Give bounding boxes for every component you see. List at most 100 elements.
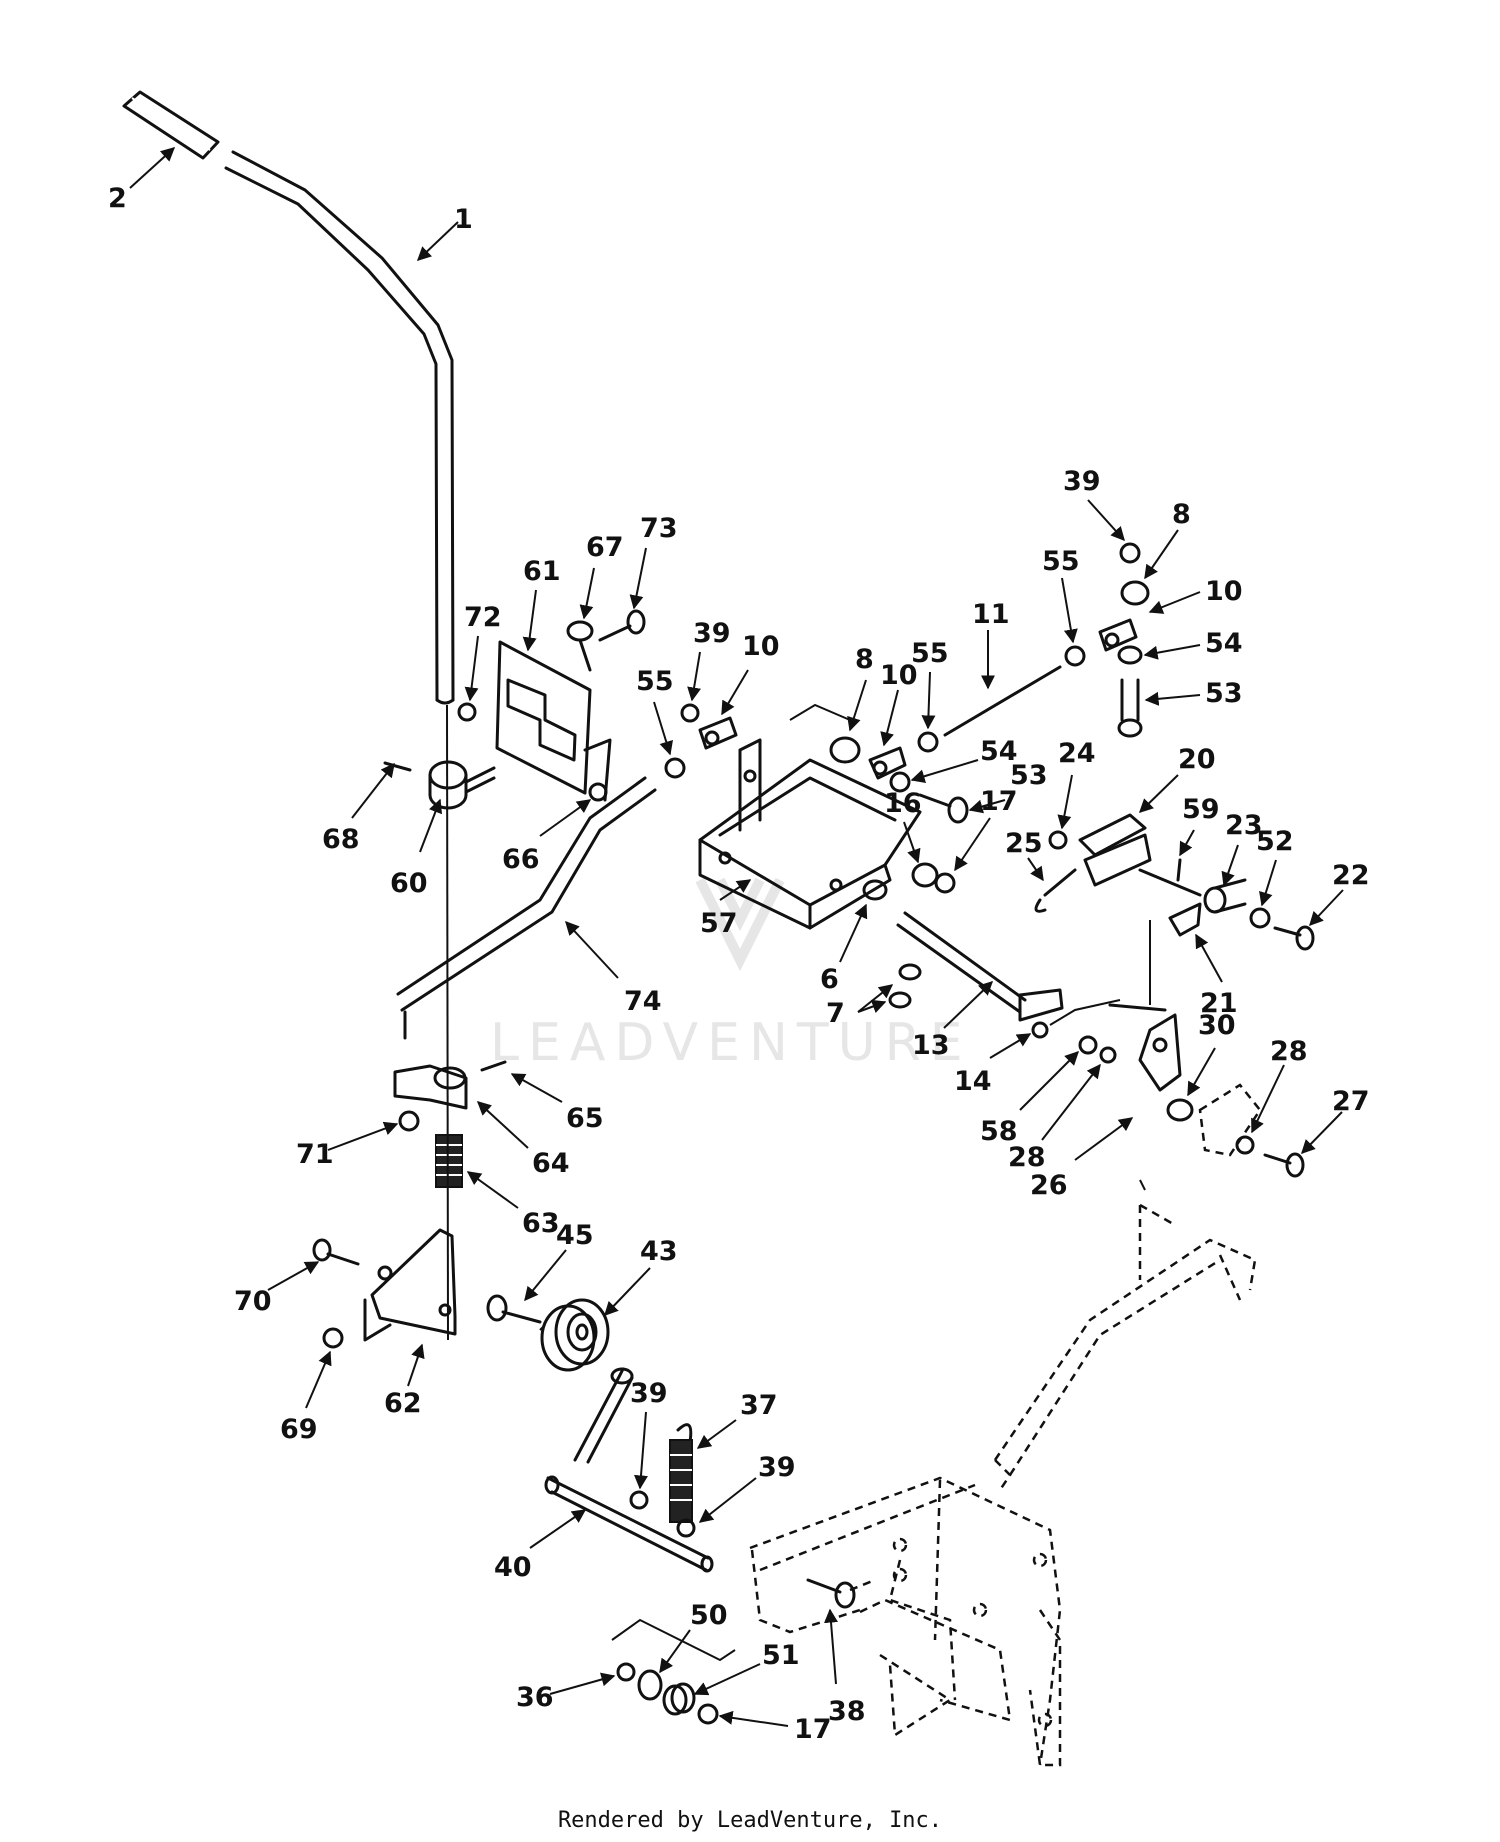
callout-45: 45 <box>524 1220 594 1302</box>
part-pulley <box>540 1298 610 1372</box>
part-pin-59 <box>1176 858 1182 882</box>
callout-28-right: 28 <box>1251 1036 1308 1134</box>
part-washer-7a <box>898 963 922 981</box>
callout-54-mid: 54 <box>910 736 1018 784</box>
callout-23: 23 <box>1221 810 1263 887</box>
svg-text:43: 43 <box>640 1236 678 1267</box>
part-spring-25 <box>1034 868 1077 913</box>
part-washer-50 <box>637 1669 663 1701</box>
callout-2: 2 <box>108 147 176 214</box>
part-bolt-67 <box>566 620 594 672</box>
svg-text:8: 8 <box>855 644 874 675</box>
callout-74: 74 <box>565 920 662 1017</box>
svg-text:11: 11 <box>972 599 1010 630</box>
callout-58: 58 <box>980 1051 1079 1147</box>
svg-text:45: 45 <box>556 1220 594 1251</box>
svg-text:10: 10 <box>742 631 780 662</box>
part-washer-28 <box>1099 1046 1117 1064</box>
callout-61: 61 <box>522 556 561 652</box>
part-spacer-30 <box>1166 1098 1194 1122</box>
part-nut-55-left <box>664 757 686 779</box>
svg-text:69: 69 <box>280 1414 318 1445</box>
callout-60: 60 <box>390 798 443 899</box>
part-nut-6 <box>862 879 888 901</box>
part-bolt-70 <box>312 1238 360 1266</box>
callout-39-right: 39 <box>698 1452 796 1523</box>
part-clevis-10-left <box>698 716 738 750</box>
part-bolt-53-right <box>1117 678 1143 738</box>
svg-text:2: 2 <box>108 183 127 214</box>
svg-text:59: 59 <box>1182 794 1220 825</box>
part-bushing-8-right <box>1120 580 1150 606</box>
callout-65: 65 <box>510 1073 604 1134</box>
part-bolt-73 <box>598 609 646 642</box>
callout-20: 20 <box>1138 744 1216 813</box>
callout-67: 67 <box>579 532 624 620</box>
part-nut-55-mid <box>917 731 939 753</box>
svg-text:70: 70 <box>234 1286 272 1317</box>
callout-55-left: 55 <box>636 666 674 756</box>
svg-text:6: 6 <box>820 964 839 995</box>
callout-16: 16 <box>884 788 922 864</box>
svg-text:53: 53 <box>1205 678 1243 709</box>
svg-text:66: 66 <box>502 844 540 875</box>
svg-text:74: 74 <box>624 986 662 1017</box>
part-washer-17 <box>934 872 956 894</box>
svg-text:67: 67 <box>586 532 624 563</box>
part-rod <box>396 776 657 1040</box>
callout-10-mid: 10 <box>880 660 918 747</box>
svg-text:37: 37 <box>740 1390 778 1421</box>
svg-text:39: 39 <box>630 1378 668 1409</box>
callout-52: 52 <box>1256 826 1294 907</box>
callout-59: 59 <box>1179 794 1220 857</box>
svg-text:65: 65 <box>566 1103 604 1134</box>
svg-text:58: 58 <box>980 1116 1018 1147</box>
part-rod-11 <box>943 665 1062 737</box>
svg-text:39: 39 <box>758 1452 796 1483</box>
part-bolt-53-mid <box>918 793 969 824</box>
part-pin-65 <box>480 1060 507 1072</box>
part-clevis-10 <box>868 746 907 780</box>
part-nut-39-left <box>680 703 700 723</box>
svg-text:10: 10 <box>1205 576 1243 607</box>
frame-outline <box>749 1476 1062 1767</box>
callout-24: 24 <box>1057 738 1096 830</box>
part-washer-52 <box>1249 907 1271 929</box>
callout-14: 14 <box>954 1033 1032 1097</box>
part-nut-72 <box>457 702 477 722</box>
svg-text:24: 24 <box>1058 738 1096 769</box>
part-bracket-20 <box>1078 813 1152 887</box>
part-nut-69 <box>322 1327 344 1349</box>
callout-62: 62 <box>384 1343 425 1419</box>
part-spacer-51 <box>662 1682 696 1716</box>
footer-credit: Rendered by LeadVenture, Inc. <box>557 1808 943 1833</box>
svg-text:39: 39 <box>693 618 731 649</box>
svg-text:68: 68 <box>322 824 360 855</box>
callout-30: 30 <box>1187 1010 1236 1097</box>
svg-text:22: 22 <box>1332 860 1370 891</box>
part-bolt-27 <box>1263 1152 1305 1178</box>
svg-text:26: 26 <box>1030 1170 1068 1201</box>
part-link <box>393 1064 468 1110</box>
callout-25: 25 <box>1005 828 1044 882</box>
part-spring <box>435 1134 463 1188</box>
svg-text:57: 57 <box>700 908 738 939</box>
svg-text:36: 36 <box>516 1682 554 1713</box>
part-bushing-8 <box>829 736 861 764</box>
svg-text:27: 27 <box>1332 1086 1370 1117</box>
part-plate <box>495 640 612 802</box>
callout-6: 6 <box>820 903 868 995</box>
svg-text:62: 62 <box>384 1388 422 1419</box>
svg-text:14: 14 <box>954 1066 992 1097</box>
callout-10-left: 10 <box>721 631 780 716</box>
part-washer-28-right <box>1235 1135 1255 1155</box>
svg-text:60: 60 <box>390 868 428 899</box>
svg-text:72: 72 <box>464 602 502 633</box>
svg-text:51: 51 <box>762 1640 800 1671</box>
part-nut-66 <box>588 782 608 802</box>
svg-text:64: 64 <box>532 1148 570 1179</box>
callout-63: 63 <box>466 1171 560 1239</box>
part-bolt-22 <box>1273 925 1315 951</box>
callout-53-right: 53 <box>1144 678 1243 709</box>
reference-lines <box>446 703 1151 1662</box>
